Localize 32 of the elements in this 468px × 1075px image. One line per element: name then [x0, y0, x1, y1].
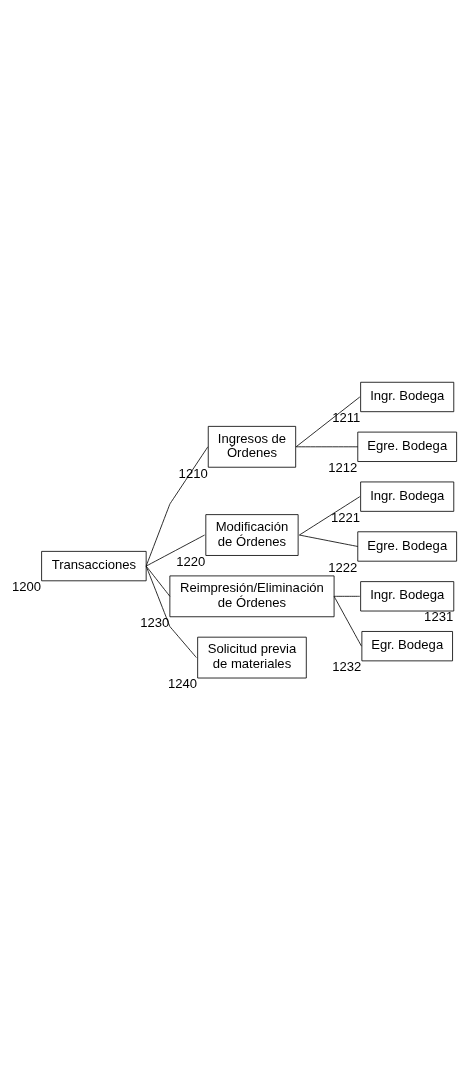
- node-label: 1200: [11, 579, 42, 595]
- node-label: 1210: [178, 465, 208, 481]
- connector: [333, 595, 362, 647]
- node-box: Egre. Bodega: [357, 531, 458, 562]
- node-box: Ingr. Bodega: [360, 381, 455, 413]
- node-box: Egre. Bodega: [357, 431, 458, 462]
- node-label: 1230: [140, 615, 170, 631]
- node-box: Reimpresión/Eliminación de Órdenes: [169, 575, 335, 618]
- node-label: 1231: [424, 609, 454, 625]
- node-label: 1221: [330, 509, 361, 525]
- node-box: Transacciones: [41, 551, 147, 582]
- connector: [298, 496, 361, 536]
- node-box: Egr. Bodega: [361, 631, 453, 662]
- connector: [145, 446, 209, 567]
- node-box: Solicitud previa de materiales: [197, 636, 307, 679]
- node-label: 1222: [328, 559, 358, 575]
- node-label: 1232: [332, 659, 362, 675]
- node-label: 1211: [332, 410, 361, 426]
- connector: [295, 446, 359, 448]
- connector: [298, 534, 359, 547]
- node-label: 1240: [168, 676, 198, 692]
- node-label: 1220: [176, 553, 206, 569]
- connector: [145, 534, 205, 567]
- node-box: Modificación de Órdenes: [205, 514, 299, 556]
- connector: [145, 565, 197, 658]
- node-box: Ingresos de Órdenes: [207, 425, 297, 468]
- node-box: Ingr. Bodega: [360, 481, 455, 512]
- node-label: 1212: [328, 459, 358, 475]
- connector: [333, 595, 361, 597]
- connector: [145, 565, 171, 597]
- connector: [295, 396, 361, 448]
- node-box: Ingr. Bodega: [360, 581, 455, 612]
